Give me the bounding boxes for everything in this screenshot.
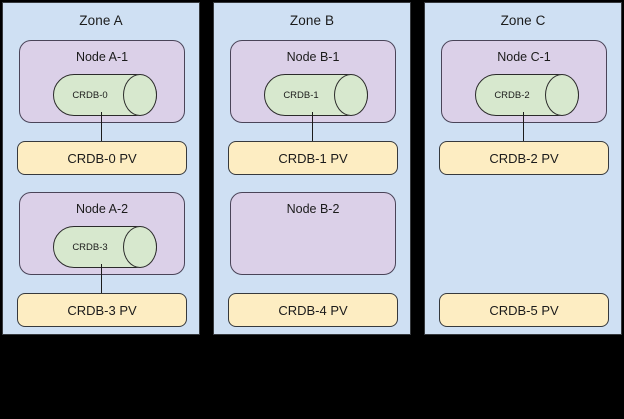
connector-crdb-1 [312,112,313,142]
pod-label-crdb-0: CRDB-0 [72,89,108,101]
volume-crdb-0-pv[interactable]: CRDB-0 PV [17,141,187,175]
connector-crdb-0 [101,112,102,142]
cylinder-cap-icon [123,74,157,116]
zone-panel-a: Zone A Node A-1 CRDB-0 CRDB-0 PV Node A-… [2,2,200,335]
zone-panel-b: Zone B Node B-1 CRDB-1 CRDB-1 PV Node B-… [213,2,411,335]
volume-crdb-4-pv[interactable]: CRDB-4 PV [228,293,398,327]
volume-crdb-5-pv[interactable]: CRDB-5 PV [439,293,609,327]
pod-crdb-3[interactable]: CRDB-3 [53,226,157,268]
node-c-1[interactable]: Node C-1 CRDB-2 [441,40,607,123]
volume-crdb-1-pv[interactable]: CRDB-1 PV [228,141,398,175]
pod-crdb-0[interactable]: CRDB-0 [53,74,157,116]
pod-label-crdb-2: CRDB-2 [494,89,530,101]
pod-label-crdb-3: CRDB-3 [72,241,108,253]
zone-title-b: Zone B [289,13,335,28]
node-title-a-1: Node A-1 [75,50,129,64]
node-b-1[interactable]: Node B-1 CRDB-1 [230,40,396,123]
pod-crdb-2[interactable]: CRDB-2 [475,74,579,116]
node-a-1[interactable]: Node A-1 CRDB-0 [19,40,185,123]
node-a-2[interactable]: Node A-2 CRDB-3 [19,192,185,275]
volume-crdb-3-pv[interactable]: CRDB-3 PV [17,293,187,327]
zone-panel-c: Zone C Node C-1 CRDB-2 CRDB-2 PV CRDB-5 … [424,2,622,335]
connector-crdb-2 [523,112,524,142]
node-b-2[interactable]: Node B-2 [230,192,396,275]
zone-title-a: Zone A [79,13,123,28]
cylinder-cap-icon [545,74,579,116]
pod-crdb-1[interactable]: CRDB-1 [264,74,368,116]
node-title-a-2: Node A-2 [75,202,129,216]
node-title-b-1: Node B-1 [286,50,340,64]
cylinder-cap-icon [123,226,157,268]
connector-crdb-3 [101,264,102,294]
node-title-c-1: Node C-1 [497,50,551,64]
node-title-b-2: Node B-2 [286,202,340,216]
pod-label-crdb-1: CRDB-1 [283,89,319,101]
zone-title-c: Zone C [500,13,546,28]
cylinder-cap-icon [334,74,368,116]
volume-crdb-2-pv[interactable]: CRDB-2 PV [439,141,609,175]
